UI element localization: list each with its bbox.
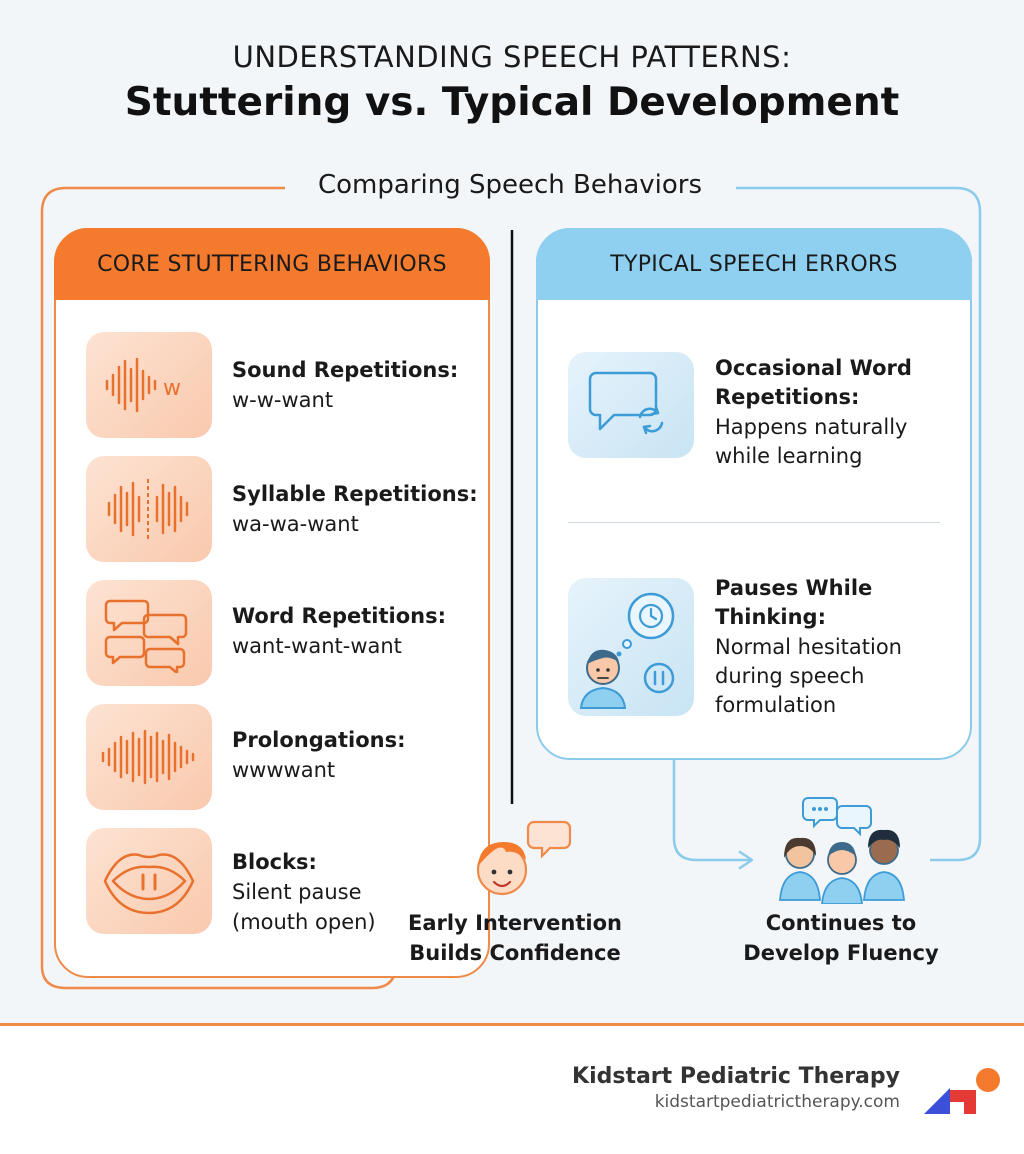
soundwave-split-icon [86,456,212,562]
outcome-line: Continues to [765,911,917,935]
brand-logo-icon [924,1068,1000,1114]
speech-bubbles-icon [86,580,212,686]
typical-error-title: Thinking: [715,605,826,629]
typical-error-desc: formulation [715,693,837,717]
brand-url: kidstartpediatrictherapy.com [654,1092,900,1112]
item-divider [568,522,940,523]
outcome-early-intervention: Early Intervention Builds Confidence [400,908,630,968]
behavior-example: want-want-want [232,634,402,658]
typical-error-desc: Happens naturally [715,415,908,439]
behavior-title: Sound Repetitions: [232,358,459,382]
footer-divider [0,1023,1024,1026]
behavior-example: Silent pause [232,880,362,904]
outcome-line: Builds Confidence [409,941,621,965]
svg-text:w: w [163,376,181,401]
soundwave-w-icon: w [86,332,212,438]
typical-error-title: Pauses While [715,576,873,600]
typical-error-title: Occasional Word [715,356,912,380]
brand-name: Kidstart Pediatric Therapy [572,1064,900,1089]
outcome-develop-fluency: Continues to Develop Fluency [736,908,946,968]
behavior-example: (mouth open) [232,910,376,934]
outcome-line: Develop Fluency [743,941,939,965]
stuttering-panel-heading: CORE STUTTERING BEHAVIORS [54,228,490,300]
footer [0,1026,1024,1154]
typical-error-desc: during speech [715,664,865,688]
chat-repeat-icon [568,352,694,458]
soundwave-long-icon [86,704,212,810]
typical-error-desc: Normal hesitation [715,635,902,659]
behavior-title: Word Repetitions: [232,604,446,628]
typical-panel-heading: TYPICAL SPEECH ERRORS [536,228,972,300]
outcome-line: Early Intervention [408,911,622,935]
behavior-example: wwwwant [232,758,336,782]
behavior-title: Prolongations: [232,728,406,752]
page-title: Stuttering vs. Typical Development [124,80,900,125]
behavior-title: Syllable Repetitions: [232,482,478,506]
thinking-child-icon [568,578,694,716]
typical-error-title: Repetitions: [715,385,860,409]
happy-child-icon [476,820,572,896]
compare-label: Comparing Speech Behaviors [290,170,730,200]
children-group-icon [779,797,905,904]
page-kicker: UNDERSTANDING SPEECH PATTERNS: [232,40,792,74]
behavior-title: Blocks: [232,850,317,874]
behavior-example: w-w-want [232,388,334,412]
typical-error-desc: while learning [715,444,863,468]
mouth-pause-icon [86,828,212,934]
behavior-example: wa-wa-want [232,512,359,536]
